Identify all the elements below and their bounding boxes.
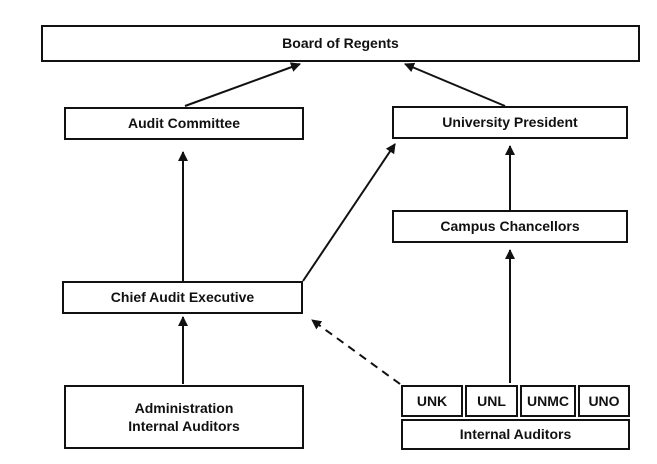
university-president-box: University President: [392, 106, 628, 139]
chief-audit-executive-box: Chief Audit Executive: [62, 281, 303, 314]
arrow-president-to-board: [404, 62, 506, 107]
administration-internal-auditors-label: Internal Auditors: [128, 418, 240, 434]
audit-committee-label: Audit Committee: [128, 115, 240, 132]
campus-box-uno: UNO: [578, 385, 630, 417]
internal-auditors-label: Internal Auditors: [459, 426, 572, 443]
arrow-chief-audit-to-president: [302, 143, 396, 282]
campus-box-unk: UNK: [401, 385, 463, 417]
arrow-audit-committee-to-board: [184, 62, 301, 107]
administration-internal-auditors-box: Administration Internal Auditors: [64, 385, 304, 449]
campus-chancellors-box: Campus Chancellors: [392, 210, 628, 243]
campus-label-uno: UNO: [588, 392, 620, 409]
administration-label: Administration: [134, 399, 234, 416]
campus-label-unk: UNK: [416, 392, 448, 409]
university-president-label: University President: [442, 114, 578, 131]
campus-box-unl: UNL: [465, 385, 518, 417]
campus-chancellors-label: Campus Chancellors: [440, 218, 580, 235]
internal-auditors-box: Internal Auditors: [401, 419, 630, 450]
campus-label-unl: UNL: [477, 392, 506, 409]
audit-committee-box: Audit Committee: [64, 107, 304, 140]
board-of-regents-label: Board of Regents: [282, 35, 399, 52]
campus-label-unmc: UNMC: [527, 392, 569, 409]
campus-box-unmc: UNMC: [520, 385, 576, 417]
dashed-arrow-campus-auditors-to-chief-audit: [311, 319, 401, 385]
chief-audit-executive-label: Chief Audit Executive: [110, 289, 255, 306]
board-of-regents-box: Board of Regents: [41, 25, 640, 62]
